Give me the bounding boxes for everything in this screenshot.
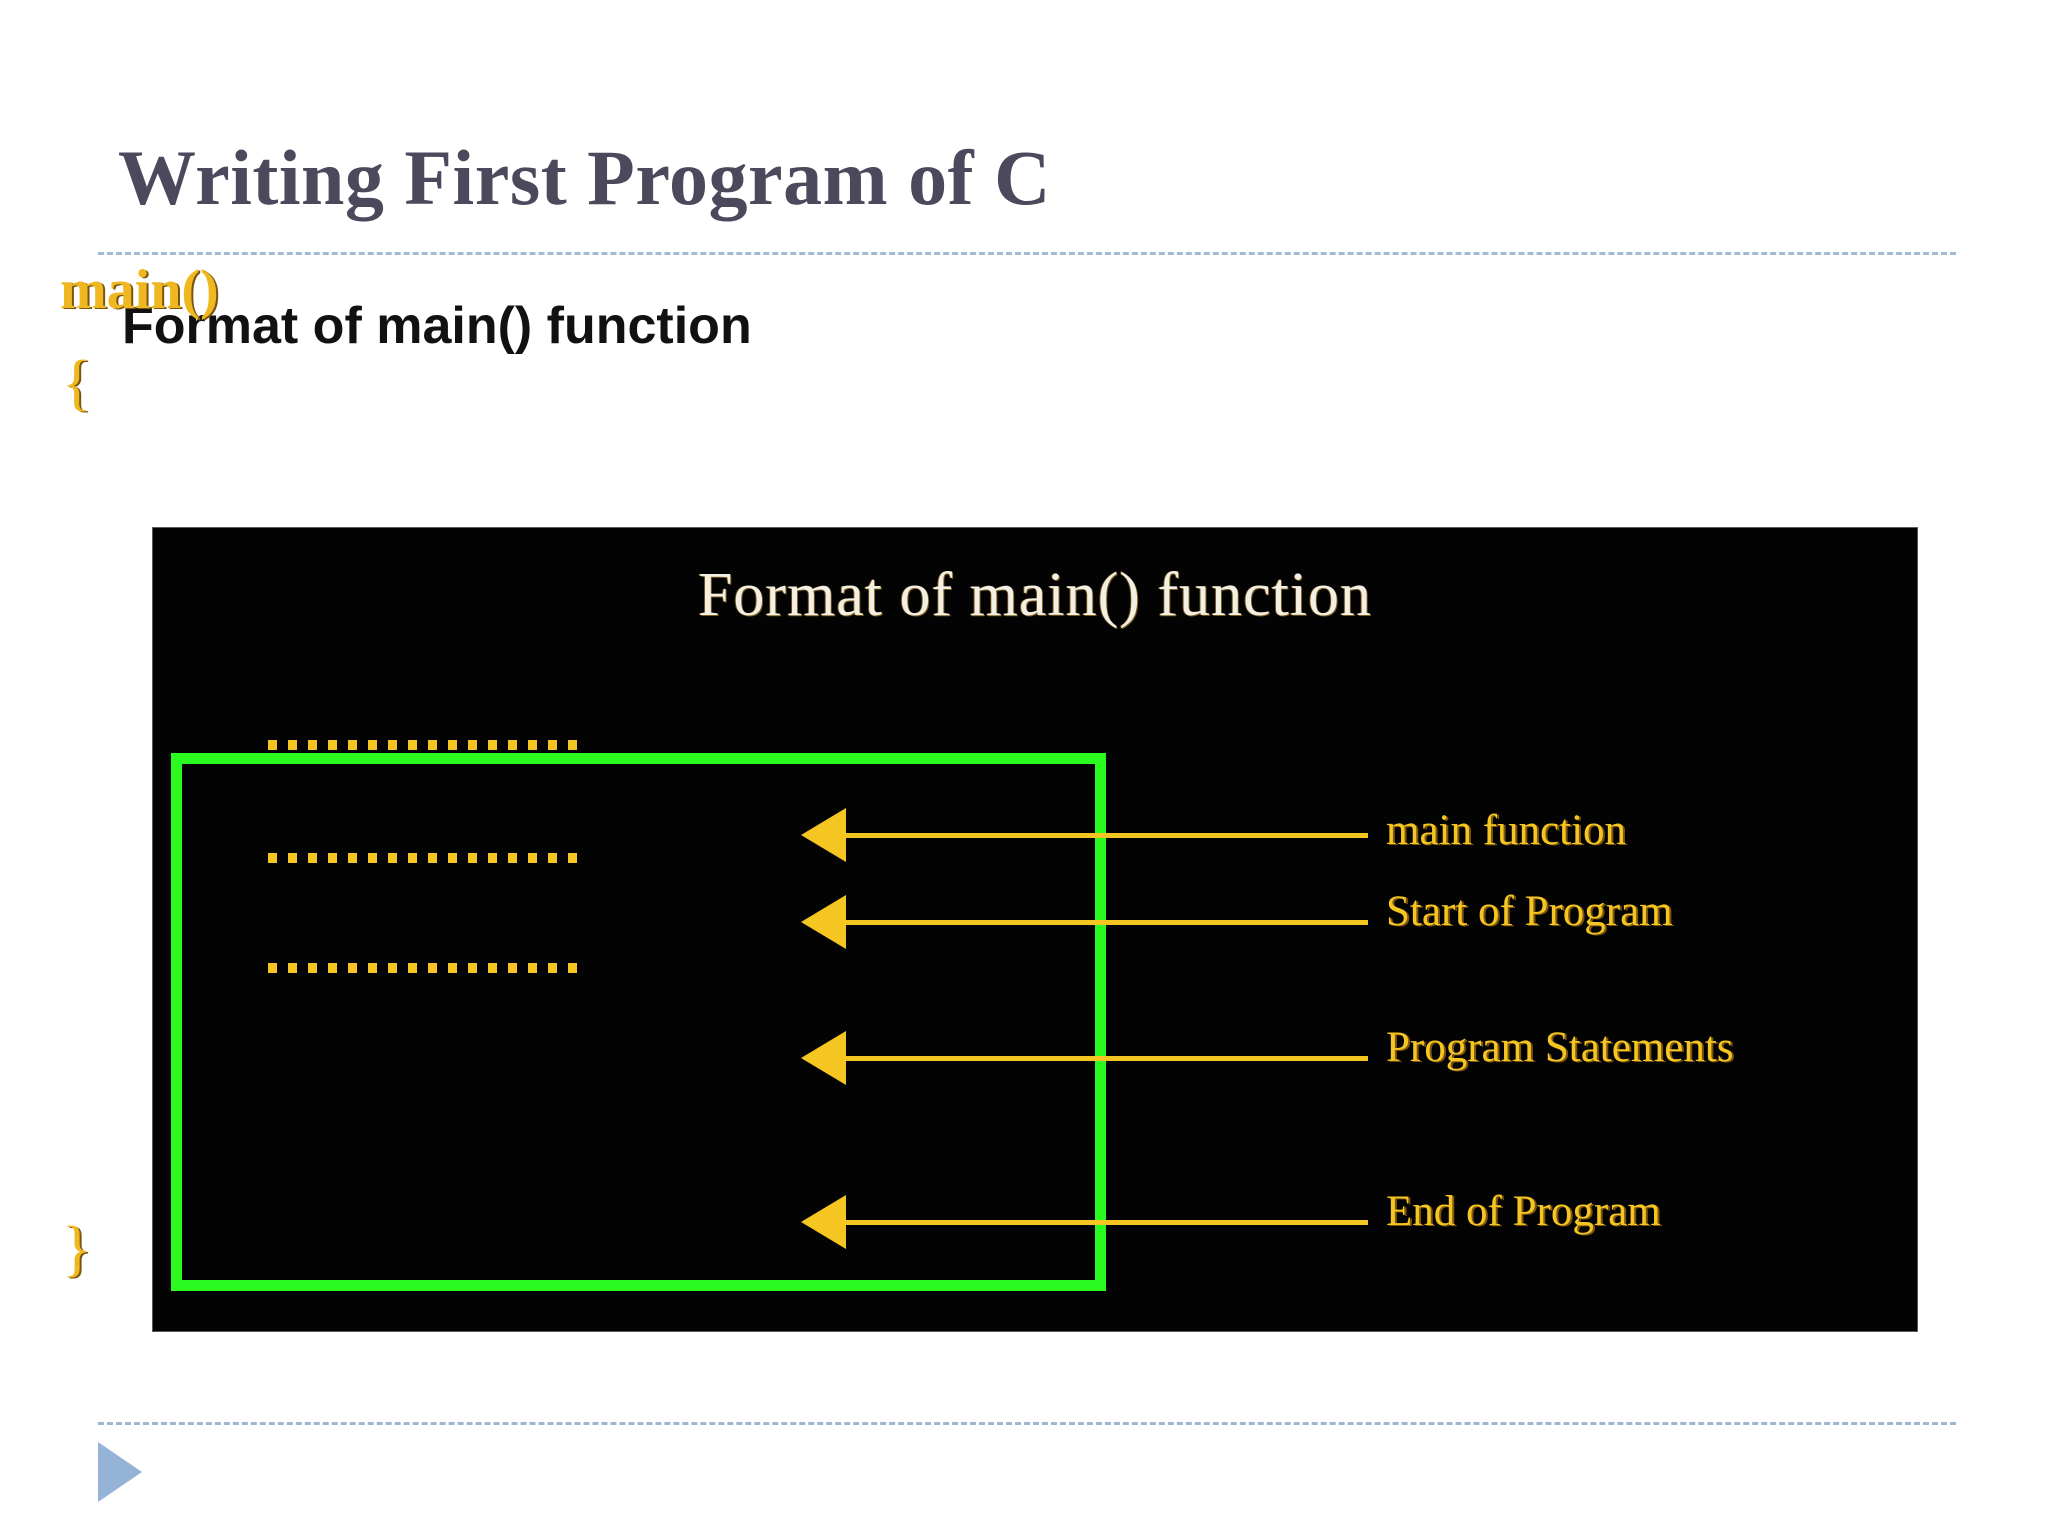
slide-subtitle: Format of main() function <box>122 297 752 355</box>
triangle-right-icon <box>98 1442 142 1502</box>
callout-arrow-icon-3 <box>801 1031 846 1085</box>
code-statement-placeholder-2 <box>268 853 581 863</box>
page-title: Writing First Program of C <box>118 134 1051 221</box>
footer-divider <box>98 1422 1956 1425</box>
code-close-brace: } <box>62 1215 92 1283</box>
callout-label-start-of-program: Start of Program <box>1386 888 1673 935</box>
diagram-image: Format of main() function <box>152 527 1918 1332</box>
callout-leader-line-2 <box>846 920 1368 925</box>
callout-label-program-statements: Program Statements <box>1386 1024 1734 1071</box>
title-divider <box>98 252 1956 255</box>
code-main-signature: main() <box>60 259 219 321</box>
diagram-heading: Format of main() function <box>697 561 1373 629</box>
callout-arrow-icon-2 <box>801 895 846 949</box>
code-statement-placeholder-1 <box>268 740 581 750</box>
callout-label-end-of-program: End of Program <box>1386 1188 1661 1235</box>
code-statement-placeholder-3 <box>268 963 581 973</box>
callout-arrow-icon-1 <box>801 808 846 862</box>
code-open-brace: { <box>62 349 92 417</box>
callout-leader-line-4 <box>846 1220 1368 1225</box>
callout-arrow-icon-4 <box>801 1195 846 1249</box>
code-block-outline <box>171 753 1106 1291</box>
callout-leader-line-3 <box>846 1056 1368 1061</box>
callout-leader-line-1 <box>846 833 1368 838</box>
callout-label-main-function: main function <box>1386 807 1627 854</box>
